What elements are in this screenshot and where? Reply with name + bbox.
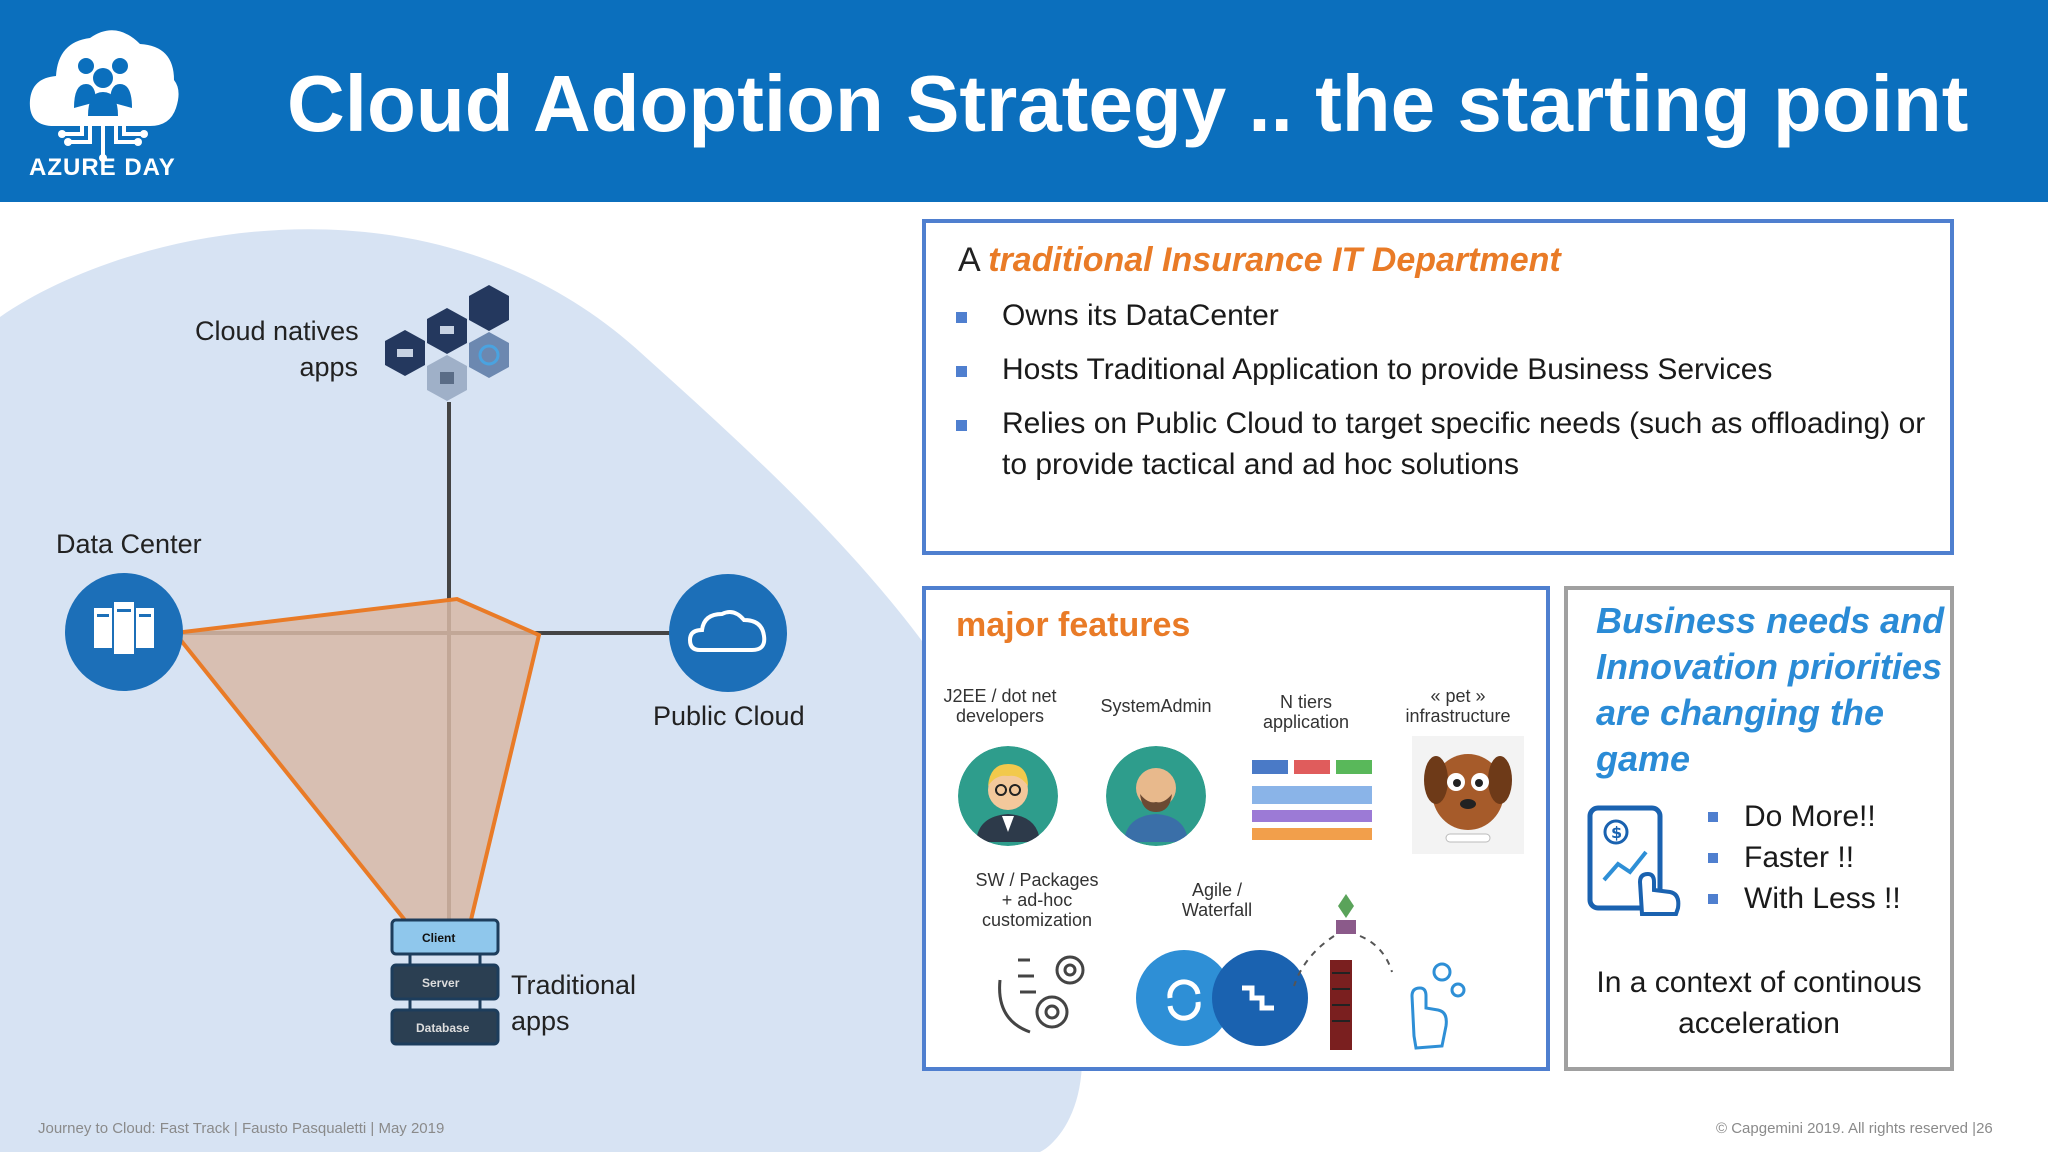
traditional-apps-label: Traditional apps [511,967,636,1039]
insurance-it-box: A traditional Insurance IT Department Ow… [922,219,1954,555]
business-needs-box: Business needs and Innovation priorities… [1564,586,1954,1071]
traditional-stack-icon [390,918,500,1046]
developer-avatar-icon [958,746,1058,846]
footer-copyright: © Capgemini 2019. All rights reserved |2… [1716,1120,1993,1137]
light-blue-background [0,229,1082,1152]
business-footer-text: In a context of continous acceleration [1596,966,1922,1040]
cloud-natives-label: Cloud natives apps [195,313,359,385]
data-center-label: Data Center [56,529,202,559]
page-title: Cloud Adoption Strategy .. the starting … [287,59,1969,148]
logo-text: AZURE DAY [29,154,176,181]
customization-gears-icon [998,955,1085,1034]
stack-server-label: Server [422,976,460,990]
traditional-line2: apps [511,1006,570,1036]
n-tiers-app-icon [1252,760,1372,840]
data-center-icon [65,573,183,691]
insurance-it-heading: A traditional Insurance IT Department [958,241,1561,280]
heading-highlight: traditional Insurance IT Department [988,241,1561,279]
sysadmin-avatar-icon [1106,746,1206,846]
bullet-item: Do More!! [1708,796,1901,837]
svg-text:$: $ [1611,823,1622,842]
public-cloud-icon [669,574,787,692]
business-bullets: Do More!! Faster !! With Less !! [1708,796,1901,919]
bullet-item: Relies on Public Cloud to target specifi… [956,403,1936,485]
bullet-item: With Less !! [1708,878,1901,919]
bullet-item: Hosts Traditional Application to provide… [956,349,1936,390]
feature-label-sysadmin: SystemAdmin [1100,696,1212,716]
public-cloud-label: Public Cloud [653,701,805,731]
feature-label-pet: « pet »infrastructure [1405,686,1511,726]
header-banner: AZURE DAY Cloud Adoption Strategy .. the… [0,0,2048,202]
features-title: major features [956,606,1191,644]
bullet-item: Faster !! [1708,837,1901,878]
insurance-bullets: Owns its DataCenter Hosts Traditional Ap… [956,295,1936,498]
heading-prefix: A [958,241,989,279]
orange-area [171,596,542,926]
stack-database-label: Database [416,1021,470,1035]
hexagon-cluster [385,285,509,401]
cloud-natives-line2: apps [299,352,358,382]
radar-diagram [0,229,1082,1152]
bullet-item: Owns its DataCenter [956,295,1936,336]
stack-client-label: Client [422,931,456,945]
traditional-line1: Traditional [511,970,637,1000]
tablet-finance-icon: $ [1587,805,1681,916]
cloud-natives-line1: Cloud natives [195,316,359,346]
pet-dog-icon [1412,736,1524,854]
cloud-people-icon [29,30,179,162]
footer-credit: Journey to Cloud: Fast Track | Fausto Pa… [38,1120,445,1137]
business-title: Business needs and Innovation priorities… [1596,600,1945,779]
agile-waterfall-icon [1136,950,1308,1046]
feature-label-agile: Agile /Waterfall [1181,880,1253,920]
hand-touch-icon [1293,894,1466,1050]
